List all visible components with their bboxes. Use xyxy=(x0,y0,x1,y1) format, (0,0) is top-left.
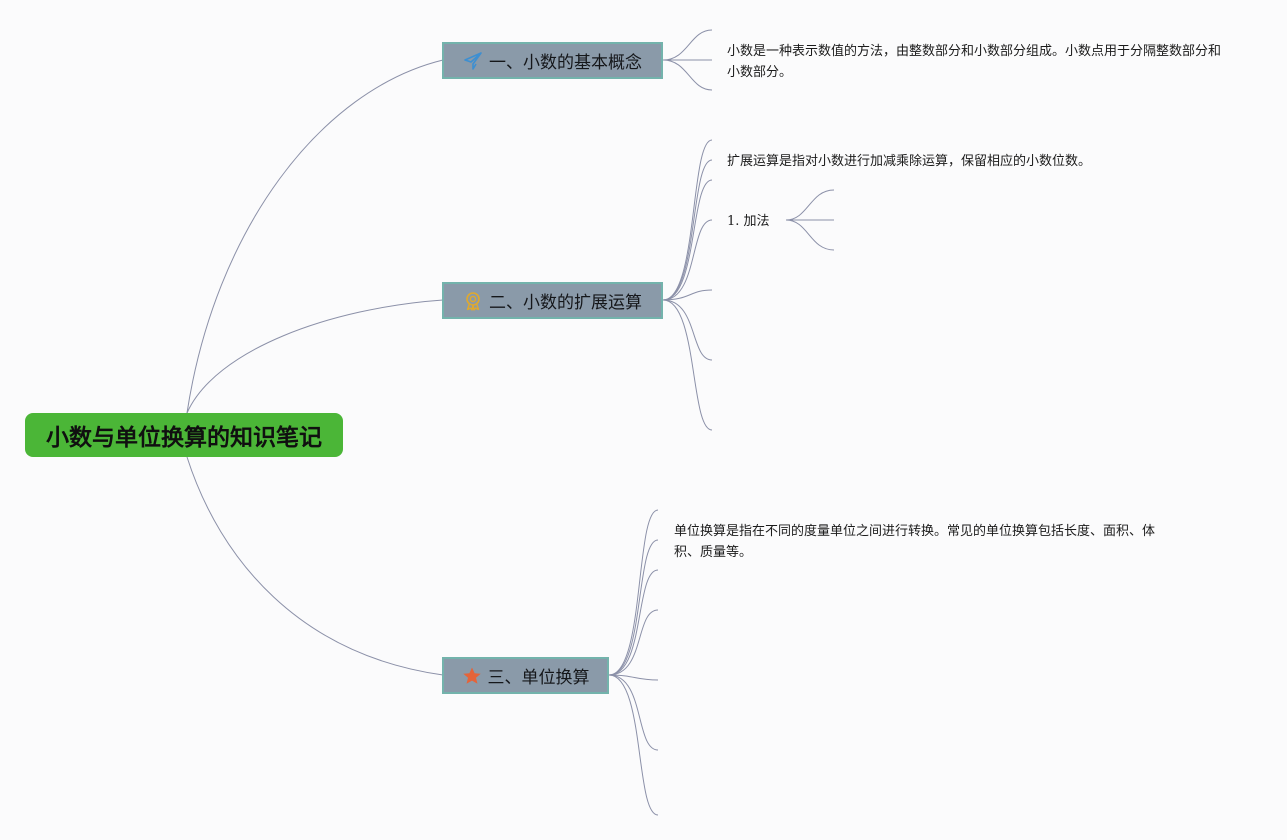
connector-topic-1-child xyxy=(662,59,713,91)
topic-basic-concept[interactable]: 一、小数的基本概念 xyxy=(442,42,663,79)
note-decimal-definition[interactable]: 小数是一种表示数值的方法，由整数部分和小数部分组成。小数点用于分隔整数部分和小数… xyxy=(727,44,1222,80)
connector-topic-2-child xyxy=(662,289,713,301)
root-topic-label: 小数与单位换算的知识笔记 xyxy=(46,425,322,451)
note-extended-operations-definition[interactable]: 扩展运算是指对小数进行加减乘除运算，保留相应的小数位数。 xyxy=(727,154,1092,169)
connector-topic-3-child xyxy=(608,609,659,676)
connector-addition-child xyxy=(785,219,835,251)
topic-label: 三、单位换算 xyxy=(487,668,590,688)
connector-topic-2-child xyxy=(662,159,713,301)
connector-topic-3-child xyxy=(608,509,659,676)
connector-topic-2-child xyxy=(662,219,713,301)
connector-topic-1-child xyxy=(662,29,713,61)
connector-topic-2-child xyxy=(662,139,713,301)
connector-root-topic-3 xyxy=(186,456,444,676)
note-unit-conversion-definition[interactable]: 单位换算是指在不同的度量单位之间进行转换。常见的单位换算包括长度、面积、体积、质… xyxy=(674,524,1156,560)
connector-topic-3-child xyxy=(608,674,659,816)
connector-topic-2-child xyxy=(662,299,713,431)
award-ribbon-icon xyxy=(463,291,483,311)
connector-topic-2-child xyxy=(662,179,713,301)
connector-root-topic-1 xyxy=(186,59,444,414)
star-icon xyxy=(462,666,482,686)
connector-topic-2-child xyxy=(662,299,713,361)
connector-root-topic-2 xyxy=(186,299,444,414)
note-addition[interactable]: 1. 加法 xyxy=(727,214,770,229)
connector-addition-child xyxy=(785,189,835,221)
root-topic[interactable]: 小数与单位换算的知识笔记 xyxy=(25,413,343,457)
topic-label: 二、小数的扩展运算 xyxy=(489,293,642,313)
connector-topic-3-child xyxy=(608,539,659,676)
topic-label: 一、小数的基本概念 xyxy=(489,53,642,73)
connector-topic-3-child xyxy=(608,569,659,676)
paper-plane-icon xyxy=(463,51,483,71)
connector-topic-3-child xyxy=(608,674,659,681)
topic-unit-conversion[interactable]: 三、单位换算 xyxy=(442,657,609,694)
connector-topic-3-child xyxy=(608,674,659,751)
topic-extended-operations[interactable]: 二、小数的扩展运算 xyxy=(442,282,663,319)
